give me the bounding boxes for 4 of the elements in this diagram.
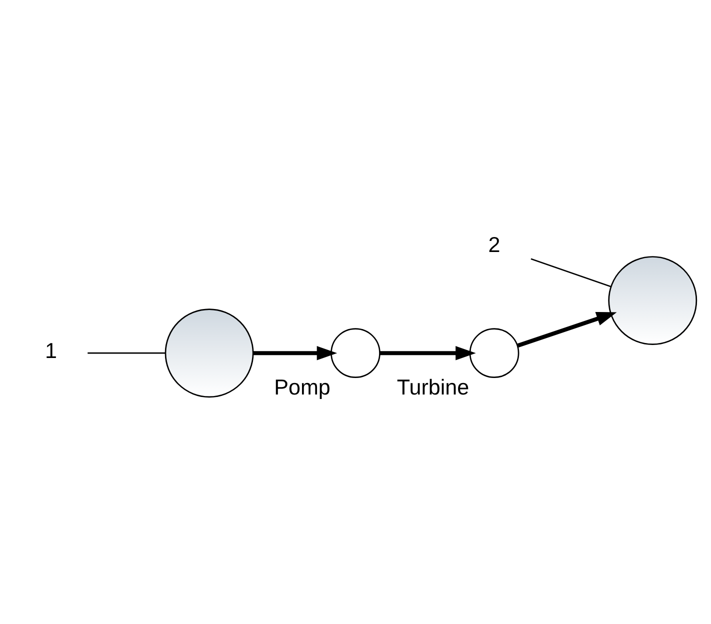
node-label: Pomp	[274, 374, 330, 400]
node-text: 1	[44, 338, 57, 364]
node-label: Turbine	[396, 374, 470, 400]
node-text: 2	[488, 232, 500, 257]
